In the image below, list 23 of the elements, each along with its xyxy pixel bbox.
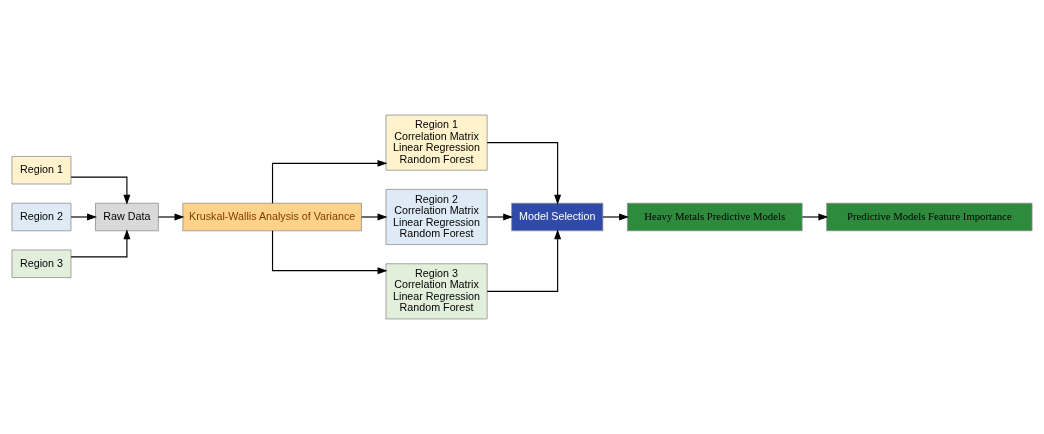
arrow xyxy=(361,213,388,221)
arrow xyxy=(801,213,829,221)
arrow xyxy=(157,213,185,221)
node-box: Region 3 Correlation Matrix Linear Regression Random Forest xyxy=(385,263,488,320)
node-box: Region 2 xyxy=(11,202,72,232)
node-box: Heavy Metals Predictive Models xyxy=(627,202,803,232)
arrow xyxy=(271,159,388,204)
arrow xyxy=(271,230,388,275)
arrow xyxy=(70,176,131,205)
node-box: Kruskal-Wallis Analysis of Variance xyxy=(182,202,362,232)
arrow xyxy=(70,229,131,258)
node-box: Raw Data xyxy=(95,202,159,232)
arrow xyxy=(486,213,514,221)
node-box: Model Selection xyxy=(511,202,604,232)
node-box: Region 1 xyxy=(11,156,72,185)
node-box: Region 1 Correlation Matrix Linear Regression Random Forest xyxy=(385,114,488,171)
arrow xyxy=(602,213,630,221)
arrow xyxy=(70,213,98,221)
node-box: Predictive Models Feature Importance xyxy=(826,202,1033,232)
node-box: Region 3 xyxy=(11,249,72,278)
arrow xyxy=(486,229,562,292)
node-box: Region 2 Correlation Matrix Linear Regression Random Forest xyxy=(385,189,488,245)
arrow xyxy=(486,142,562,205)
